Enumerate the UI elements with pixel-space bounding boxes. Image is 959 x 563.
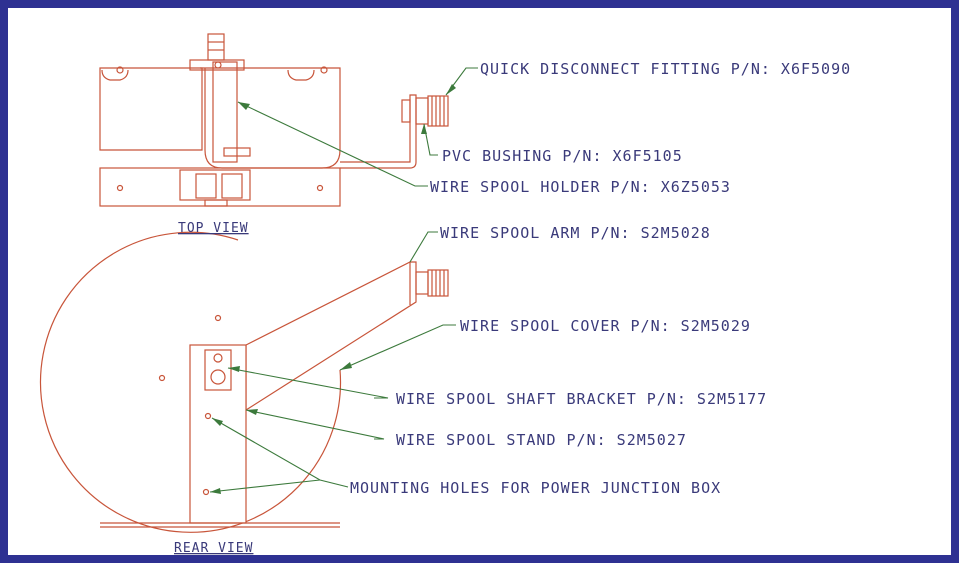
top-view-hole [116, 184, 124, 192]
shaft-bracket [204, 349, 232, 391]
callout-mounting-holes: MOUNTING HOLES FOR POWER JUNCTION BOX [350, 479, 721, 497]
top-view-notch [101, 69, 129, 81]
callout-spool-cover: WIRE SPOOL COVER P/N: S2M5029 [460, 317, 751, 335]
top-view-hole [116, 66, 124, 74]
leader-lines [209, 67, 478, 494]
rear-fitting [427, 269, 449, 297]
arm-bracket [340, 94, 417, 169]
pvc-bushing [401, 99, 411, 123]
holder-bar [212, 61, 238, 163]
quick-disconnect-fitting [427, 95, 449, 127]
holder-pin [214, 61, 222, 69]
callout-spool-stand: WIRE SPOOL STAND P/N: S2M5027 [396, 431, 687, 449]
top-view-plate-right [200, 67, 341, 169]
callout-spool-holder: WIRE SPOOL HOLDER P/N: X6Z5053 [430, 178, 731, 196]
callout-shaft-bracket: WIRE SPOOL SHAFT BRACKET P/N: S2M5177 [396, 390, 767, 408]
spool-stand [189, 344, 247, 524]
top-view-notch-right [287, 69, 315, 81]
callout-spool-arm: WIRE SPOOL ARM P/N: S2M5028 [440, 224, 711, 242]
top-view-label: TOP VIEW [178, 221, 249, 236]
top-fitting [207, 33, 225, 61]
top-view-hole [316, 184, 324, 192]
top-view-plate-left [99, 67, 203, 151]
callout-quick-disconnect: QUICK DISCONNECT FITTING P/N: X6F5090 [480, 60, 851, 78]
mounting-hole [202, 488, 210, 496]
holder-clip [223, 147, 251, 157]
callout-pvc-bushing: PVC BUSHING P/N: X6F5105 [442, 147, 683, 165]
top-view-drawing [99, 33, 449, 207]
rear-view-label: REAR VIEW [174, 541, 253, 556]
top-view-hole [320, 66, 328, 74]
mounting-hole [204, 412, 212, 420]
